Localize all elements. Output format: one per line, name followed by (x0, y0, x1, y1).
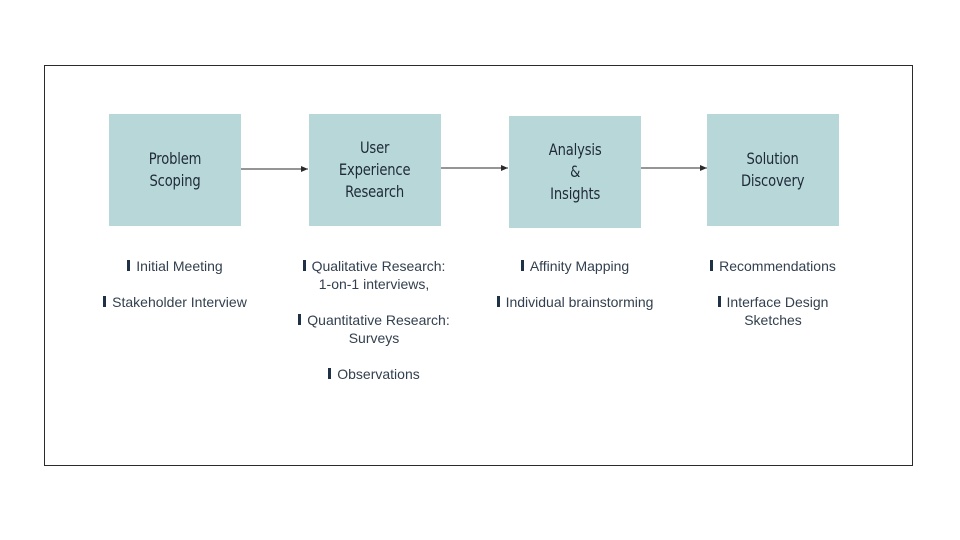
list-item: Recommendations (693, 257, 853, 275)
list-item: Stakeholder Interview (95, 293, 255, 311)
bullet-icon (302, 260, 306, 271)
stage-user-experience-research-list: Qualitative Research: 1-on-1 interviews,… (295, 257, 453, 383)
stage-title: User Experience Research (339, 138, 411, 201)
stage-problem-scoping: Problem Scoping (109, 114, 241, 226)
stage-analysis-insights-list: Affinity Mapping Individual brainstormin… (495, 257, 655, 311)
stage-title: Solution Discovery (741, 149, 805, 190)
list-item: Affinity Mapping (495, 257, 655, 275)
bullet-icon (520, 260, 524, 271)
stage-solution-discovery: Solution Discovery (707, 114, 839, 226)
bullet-icon (717, 296, 721, 307)
list-item: Individual brainstorming (495, 293, 655, 311)
list-item: Quantitative Research: Surveys (295, 311, 453, 347)
list-item: Observations (295, 365, 453, 383)
stage-solution-discovery-list: Recommendations Interface Design Sketche… (693, 257, 853, 329)
stage-user-experience-research: User Experience Research (309, 114, 441, 226)
stage-title: Problem Scoping (148, 149, 202, 190)
bullet-icon (710, 260, 714, 271)
bullet-icon (298, 314, 302, 325)
list-item: Initial Meeting (95, 257, 255, 275)
bullet-icon (496, 296, 500, 307)
list-item: Qualitative Research: 1-on-1 interviews, (295, 257, 453, 293)
bullet-icon (328, 368, 332, 379)
bullet-icon (127, 260, 131, 271)
stage-title: Analysis & Insights (548, 140, 602, 203)
stage-problem-scoping-list: Initial Meeting Stakeholder Interview (95, 257, 255, 311)
diagram-frame (44, 65, 913, 466)
bullet-icon (103, 296, 107, 307)
stage-analysis-insights: Analysis & Insights (509, 116, 641, 228)
list-item: Interface Design Sketches (693, 293, 853, 329)
